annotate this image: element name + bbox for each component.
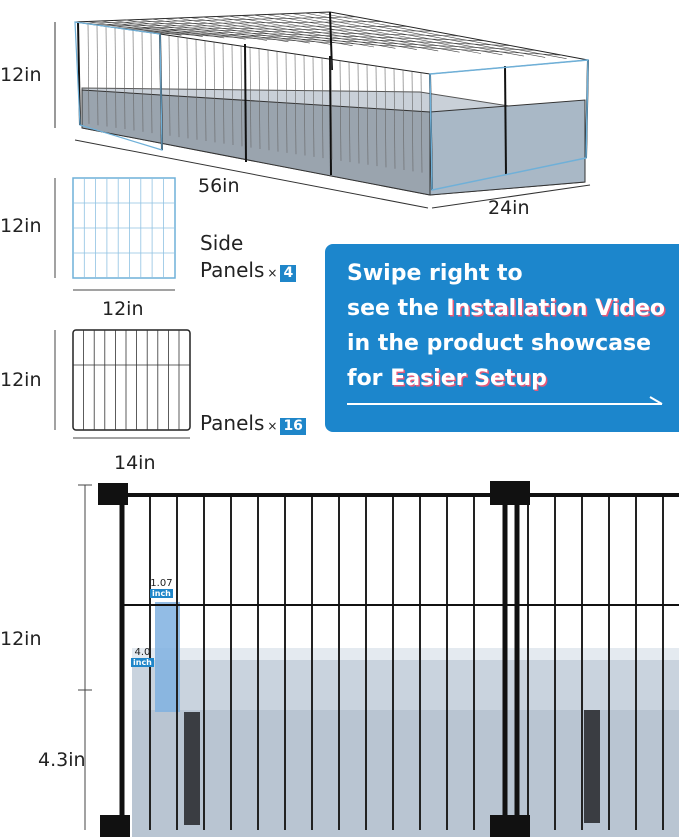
top-wire	[142, 31, 537, 51]
panels-label: Panels×16	[200, 410, 306, 440]
front-wire	[195, 39, 198, 140]
front-wire	[330, 59, 333, 160]
top-wire	[125, 28, 485, 42]
panel-height-label: 12in	[0, 369, 42, 391]
front-wire	[267, 50, 270, 151]
top-wire	[151, 32, 563, 56]
top-wire	[108, 26, 434, 32]
front-wire	[141, 31, 144, 132]
cage-width-label: 24in	[488, 197, 530, 219]
front-wire	[294, 54, 297, 155]
front-wire	[375, 66, 378, 167]
front-wire	[96, 25, 99, 126]
front-wire	[168, 35, 171, 136]
front-wire	[384, 67, 387, 168]
front-wire	[222, 43, 225, 144]
front-wire	[150, 33, 153, 134]
front-wire	[339, 60, 342, 161]
side-panel-width-label: 12in	[102, 298, 144, 320]
front-wire	[132, 30, 135, 131]
top-wire	[117, 27, 460, 37]
front-wire	[321, 58, 324, 159]
front-wire	[240, 46, 243, 147]
tray-wall-annotation: 4.0 inch	[131, 647, 154, 667]
front-wire	[231, 44, 234, 146]
top-wire	[83, 16, 356, 24]
cage-length-label: 56in	[198, 175, 240, 197]
front-wire	[114, 27, 117, 128]
arrow-right-icon	[347, 396, 663, 405]
front-wire	[402, 70, 405, 171]
front-wire	[420, 72, 423, 173]
front-wire	[411, 71, 414, 172]
front-wire	[393, 68, 396, 169]
top-wire	[100, 25, 408, 27]
panel-illustration	[54, 329, 191, 439]
side-panel-illustration	[54, 177, 176, 291]
closeup-height-label: 12in	[0, 628, 42, 650]
top-wire	[91, 21, 382, 25]
tray-height-label: 4.3in	[38, 749, 86, 771]
front-wire	[123, 29, 126, 130]
front-wire	[204, 41, 207, 142]
front-wire	[249, 47, 252, 148]
panels-count-badge: 16	[280, 418, 306, 435]
front-wire	[213, 42, 216, 143]
panel-width-label: 14in	[114, 452, 156, 474]
front-wire	[87, 23, 90, 124]
front-wire	[312, 56, 315, 157]
side-panels-label: Side Panels×4	[200, 230, 297, 287]
front-wire	[105, 26, 108, 127]
front-wire	[285, 52, 288, 153]
grid-gap-annotation: 1.07 inch	[150, 578, 173, 598]
installation-video-banner[interactable]: Swipe right to see the Installation Vide…	[325, 244, 679, 432]
front-wire	[258, 48, 261, 149]
top-wire	[134, 30, 511, 46]
front-wire	[177, 37, 180, 138]
fence-closeup-illustration	[78, 481, 679, 837]
side-panels-count-badge: 4	[280, 265, 297, 282]
front-wire	[186, 38, 189, 139]
front-wire	[348, 62, 351, 163]
front-wire	[366, 64, 369, 165]
front-wire	[276, 51, 279, 152]
cage-height-label: 12in	[0, 64, 42, 86]
cage-overview-illustration	[54, 11, 591, 209]
front-wire	[357, 63, 360, 164]
front-wire	[303, 55, 306, 156]
side-panel-height-label: 12in	[0, 215, 42, 237]
